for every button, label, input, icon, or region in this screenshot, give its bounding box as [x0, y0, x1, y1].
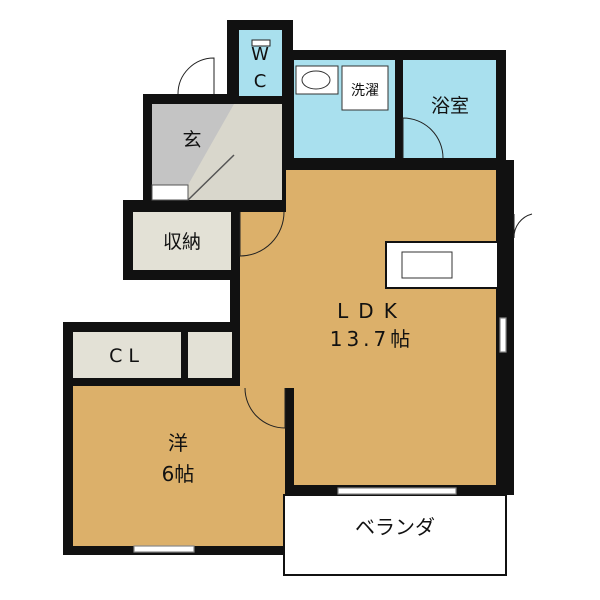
ldk-label: LDK	[337, 299, 407, 323]
western-size-label: 6帖	[162, 462, 195, 486]
small-storage	[188, 332, 232, 378]
door-swings	[177, 57, 533, 429]
balcony-label: ベランダ	[355, 515, 435, 539]
closet-label: CL	[109, 345, 145, 367]
closet-room	[73, 332, 181, 378]
storage-label: 収納	[163, 231, 201, 253]
room-labels: W C 洗濯 浴室 玄 収納 LDK 13.7帖 CL 洋 6帖 ベランダ	[109, 44, 469, 539]
bath-room	[403, 60, 496, 158]
wc-label-w: W	[251, 44, 269, 65]
windows	[133, 317, 507, 553]
laundry-pan	[341, 65, 389, 111]
storage-room	[133, 212, 231, 270]
bath-label: 浴室	[431, 95, 469, 117]
ldk-size-label: 13.7帖	[330, 327, 415, 351]
fixtures	[151, 39, 499, 289]
wc-label-c: C	[254, 71, 267, 92]
balcony	[283, 494, 507, 576]
kitchen-sink	[401, 251, 453, 279]
room-fills	[73, 30, 507, 576]
entrance-label: 玄	[182, 129, 201, 151]
western-label: 洋	[168, 431, 188, 455]
laundry-label: 洗濯	[351, 83, 379, 99]
western-room	[73, 386, 285, 546]
